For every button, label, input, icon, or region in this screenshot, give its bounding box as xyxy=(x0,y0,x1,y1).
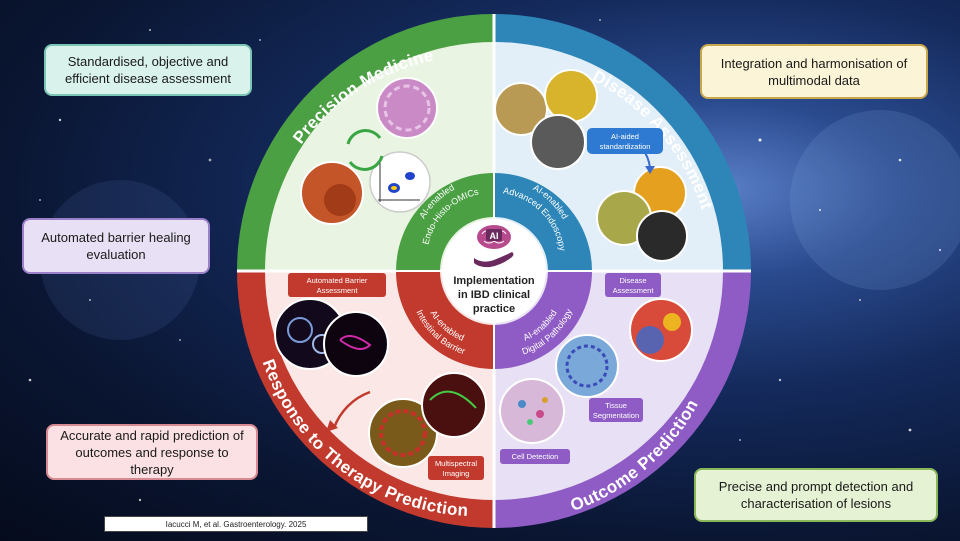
endoscopy-image xyxy=(636,210,688,262)
svg-text:Assessment: Assessment xyxy=(613,286,655,295)
segmentation-image xyxy=(555,334,619,398)
hand-icon xyxy=(474,252,514,268)
endoscopy-image xyxy=(544,69,598,123)
svg-text:Assessment: Assessment xyxy=(317,286,359,295)
svg-text:Segmentation: Segmentation xyxy=(593,411,639,420)
tag-tissue-segmentation xyxy=(589,398,643,422)
center-line-2: in IBD clinical xyxy=(458,289,530,301)
center-line-3: practice xyxy=(473,303,515,315)
callout-barrier-healing: Automated barrier healing evaluation xyxy=(22,218,210,274)
svg-text:AI-aided: AI-aided xyxy=(611,132,639,141)
svg-text:Imaging: Imaging xyxy=(443,469,470,478)
tag-cell-detection xyxy=(500,449,570,464)
svg-text:Tissue: Tissue xyxy=(605,401,627,410)
svg-text:Multispectral: Multispectral xyxy=(435,459,477,468)
svg-text:Cell Detection: Cell Detection xyxy=(512,452,559,461)
callout-disease-assessment: Standardised, objective and efficient di… xyxy=(44,44,252,96)
star-field xyxy=(28,19,942,502)
barrier-image xyxy=(323,311,389,377)
endoscopy-image xyxy=(530,114,586,170)
omics-plot-image xyxy=(369,151,431,213)
ai-badge: AI xyxy=(490,231,499,241)
tag-disease-assessment xyxy=(605,273,661,297)
heatmap-image xyxy=(629,298,693,362)
inner-ring xyxy=(396,173,592,369)
tag-automated-barrier xyxy=(288,273,386,297)
tag-multispectral xyxy=(428,456,484,480)
callout-multimodal-data: Integration and harmonisation of multimo… xyxy=(700,44,928,99)
svg-text:Disease: Disease xyxy=(619,276,646,285)
tag-ai-aided xyxy=(587,128,663,154)
callout-outcome-prediction: Accurate and rapid prediction of outcome… xyxy=(46,424,258,480)
svg-text:standardization: standardization xyxy=(600,142,651,151)
center-line-1: Implementation xyxy=(453,275,535,287)
citation: Iacucci M, et al. Gastroenterology. 2025 xyxy=(104,516,368,532)
cycle-arrows-icon xyxy=(346,129,384,171)
callout-lesion-detection: Precise and prompt detection and charact… xyxy=(694,468,938,522)
multispectral-image xyxy=(421,372,487,438)
center-disc xyxy=(442,219,546,323)
nebula-glow xyxy=(790,110,960,290)
endoscopy-image xyxy=(494,82,548,136)
cell-detection-image xyxy=(499,378,565,444)
arrow-icon xyxy=(332,390,371,429)
svg-text:Automated Barrier: Automated Barrier xyxy=(307,276,368,285)
